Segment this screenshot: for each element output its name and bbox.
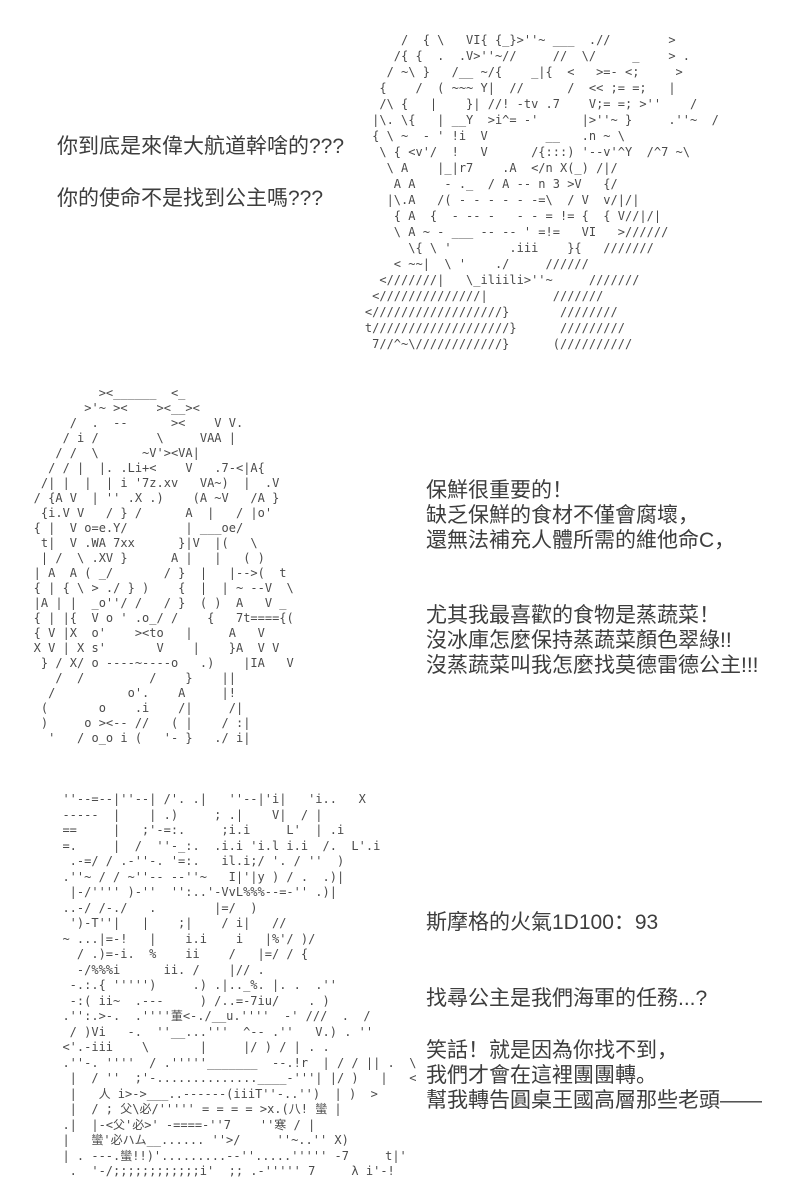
- dialogue-line: 你到底是來偉大航道幹啥的???: [57, 135, 345, 158]
- dialogue-line: 我們才會在這裡團團轉。: [426, 1064, 657, 1087]
- dialogue-line: 尤其我最喜歡的食物是蒸蔬菜！: [426, 604, 720, 627]
- dialogue-line: 幫我轉告圓桌王國高層那些老頭——: [426, 1089, 762, 1112]
- dialogue-freshness: 保鮮很重要的！ 缺乏保鮮的食材不僅會腐壞， 還無法補充人體所需的維他命C，: [426, 478, 735, 553]
- dialogue-line: 還無法補充人體所需的維他命C，: [426, 529, 736, 552]
- ascii-art-princess: ><______ <_ >'~ >< ><__>< / . -- >< V V.…: [33, 386, 294, 745]
- dialogue-line: 笑話！就是因為你找不到，: [426, 1039, 678, 1062]
- dialogue-veggie: 尤其我最喜歡的食物是蒸蔬菜！ 沒冰庫怎麼保持蒸蔬菜顏色翠綠!! 沒蒸蔬菜叫我怎麼…: [426, 603, 759, 678]
- ascii-art-smoker: / { \ VI{ {_}>''~ ___ .// > /{ { . .V>''…: [364, 33, 719, 351]
- dialogue-line: 沒冰庫怎麼保持蒸蔬菜顏色翠綠!!: [426, 629, 732, 652]
- dialogue-line: 缺乏保鮮的食材不僅會腐壞，: [426, 504, 699, 527]
- dialogue-question: 找尋公主是我們海軍的任務...?: [426, 986, 707, 1011]
- ascii-art-bottom: ''--=--|''--| /'. .| ''--|'i| 'i.. X ---…: [62, 792, 417, 1178]
- dialogue-top-left: 你到底是來偉大航道幹啥的??? 你的使命不是找到公主嗎???: [57, 134, 344, 211]
- dice-roll-text: 斯摩格的火氣1D100：93: [426, 910, 658, 935]
- dialogue-line: 沒蒸蔬菜叫我怎麼找莫德雷德公主!!!: [426, 654, 759, 677]
- dialogue-line: 斯摩格的火氣1D100：93: [426, 911, 659, 934]
- dialogue-reply: 笑話！就是因為你找不到， 我們才會在這裡團團轉。 幫我轉告圓桌王國高層那些老頭—…: [426, 1038, 762, 1113]
- dialogue-line: 保鮮很重要的！: [426, 479, 573, 502]
- dialogue-line: 你的使命不是找到公主嗎???: [57, 187, 324, 210]
- dialogue-line: 找尋公主是我們海軍的任務...?: [426, 987, 708, 1010]
